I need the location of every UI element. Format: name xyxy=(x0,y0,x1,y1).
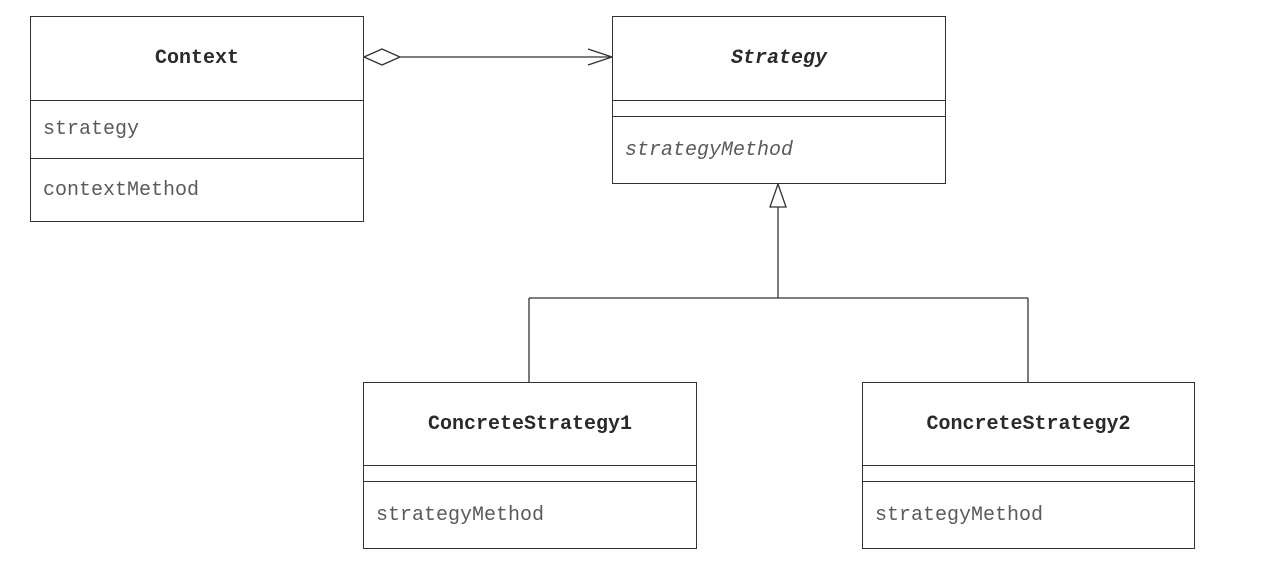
class-method: strategyMethod xyxy=(625,138,794,162)
class-context: Context strategy contextMethod xyxy=(30,16,364,222)
class-name: Context xyxy=(31,17,363,101)
class-method: contextMethod xyxy=(43,178,200,202)
class-name: ConcreteStrategy2 xyxy=(863,383,1194,466)
class-strategy: Strategy strategyMethod xyxy=(612,16,946,184)
class-attributes-empty xyxy=(613,101,945,117)
class-concrete-strategy-1: ConcreteStrategy1 strategyMethod xyxy=(363,382,697,549)
class-concrete-strategy-2: ConcreteStrategy2 strategyMethod xyxy=(862,382,1195,549)
class-attribute: strategy xyxy=(31,101,363,159)
class-name: ConcreteStrategy1 xyxy=(364,383,696,466)
aggregation-diamond-icon xyxy=(362,48,402,66)
class-attributes-empty xyxy=(863,466,1194,482)
class-name: Strategy xyxy=(613,17,945,101)
class-attributes-empty xyxy=(364,466,696,482)
class-method: strategyMethod xyxy=(376,503,545,527)
inheritance-triangle-icon xyxy=(769,182,787,208)
generalization-connector xyxy=(528,182,1029,382)
class-method: strategyMethod xyxy=(875,503,1044,527)
aggregation-connector xyxy=(362,48,615,66)
